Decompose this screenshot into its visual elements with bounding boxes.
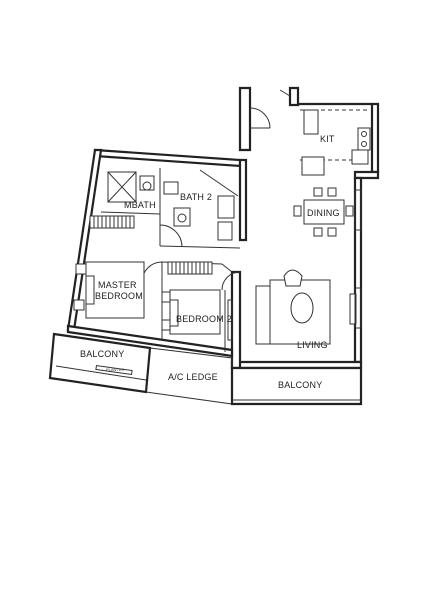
master-wardrobe (89, 215, 135, 229)
mbath-toilet-bowl (142, 181, 152, 191)
master-door-swing (141, 261, 163, 283)
kitchen-counter-end (351, 149, 369, 165)
master-nightstand-1 (75, 263, 87, 275)
east-wall (353, 176, 363, 364)
coffee-table (290, 292, 314, 324)
room-labels: KIT DINING BATH 2 MBATH MASTER BEDROOM B… (80, 134, 340, 390)
living-furniture (255, 269, 357, 345)
kitchen-step-wall (353, 170, 380, 180)
hob-burner-1 (361, 131, 367, 137)
beds (73, 261, 221, 335)
bath2-shower (217, 195, 235, 219)
master-nightstand-2 (73, 299, 85, 311)
bedroom2-door-swing (221, 271, 241, 291)
kitchen-sink (301, 156, 325, 176)
label-ac-ledge: A/C LEDGE (168, 372, 218, 382)
armchair (283, 269, 303, 287)
east-window-dining (354, 189, 362, 231)
dining-chair-2 (327, 187, 337, 197)
dining-chair-4 (327, 227, 337, 237)
bath2-screen (199, 169, 239, 197)
label-bath2: BATH 2 (180, 192, 212, 202)
mbath-south-partition (100, 211, 161, 215)
dining-chair-1 (313, 187, 323, 197)
dining-chair-3 (313, 227, 323, 237)
hob-burner-2 (361, 141, 367, 147)
mbath-shower-cross (107, 171, 137, 203)
entry-wall-east (288, 86, 300, 107)
entry-door-swing (249, 107, 271, 129)
label-balcony-left: BALCONY (80, 349, 124, 359)
bedroom2-nightstand-1 (161, 291, 171, 303)
kitchen-fittings (300, 109, 371, 176)
label-dining: DINING (307, 208, 340, 218)
label-master-1: MASTER (98, 280, 137, 290)
dining-chair-5 (293, 205, 302, 217)
fridge (303, 109, 319, 135)
entry-wall-west (238, 86, 252, 152)
bedroom2-corner (221, 263, 233, 273)
bedroom2-wardrobe (167, 261, 213, 275)
bath2-south-partition (159, 245, 241, 249)
bath2-vanity (217, 221, 233, 241)
bath-fixtures (107, 169, 239, 241)
kitchen-east-wall (370, 102, 380, 174)
living-rug (269, 279, 331, 345)
balcony-left-railing (55, 365, 147, 381)
dining-set (293, 187, 354, 237)
bath-east-wall (238, 158, 248, 242)
master-wardrobe-hangers (93, 216, 131, 228)
label-kit: KIT (320, 134, 335, 144)
wardrobes (89, 215, 213, 275)
mbath-door-swing (159, 224, 183, 248)
east-window-living (354, 287, 362, 329)
bedroom2-headboard (169, 299, 179, 327)
label-living: LIVING (297, 340, 328, 350)
windows (227, 189, 362, 341)
label-bedroom2: BEDROOM 2 (176, 314, 232, 324)
master-headboard (85, 275, 95, 305)
bath2-toilet (173, 207, 191, 227)
balcony-right-area (230, 366, 363, 406)
bedroom2-wardrobe-hangers (171, 262, 209, 274)
label-mbath: MBATH (124, 200, 156, 210)
label-master-2: BEDROOM (95, 291, 143, 301)
bedroom-top-wall (93, 148, 242, 168)
bedroom-south-wall (66, 324, 234, 358)
planter-tag: PLANTER (106, 367, 125, 372)
living-west-wall (230, 270, 242, 370)
outer-walls (66, 86, 380, 370)
bedroom2-window (227, 299, 233, 341)
mbath-toilet (139, 175, 155, 191)
bath2-basin (163, 181, 179, 195)
dining-chair-6 (345, 205, 354, 217)
master-bed (85, 261, 145, 319)
bath2-toilet-bowl (177, 213, 187, 223)
entry-door-2-leaf (279, 89, 291, 97)
tv-console (349, 293, 357, 325)
bedroom2-nightstand-2 (161, 319, 171, 331)
external-spaces (48, 332, 363, 406)
label-balcony-right: BALCONY (278, 380, 322, 390)
planter (95, 364, 133, 376)
dining-table (303, 199, 345, 225)
